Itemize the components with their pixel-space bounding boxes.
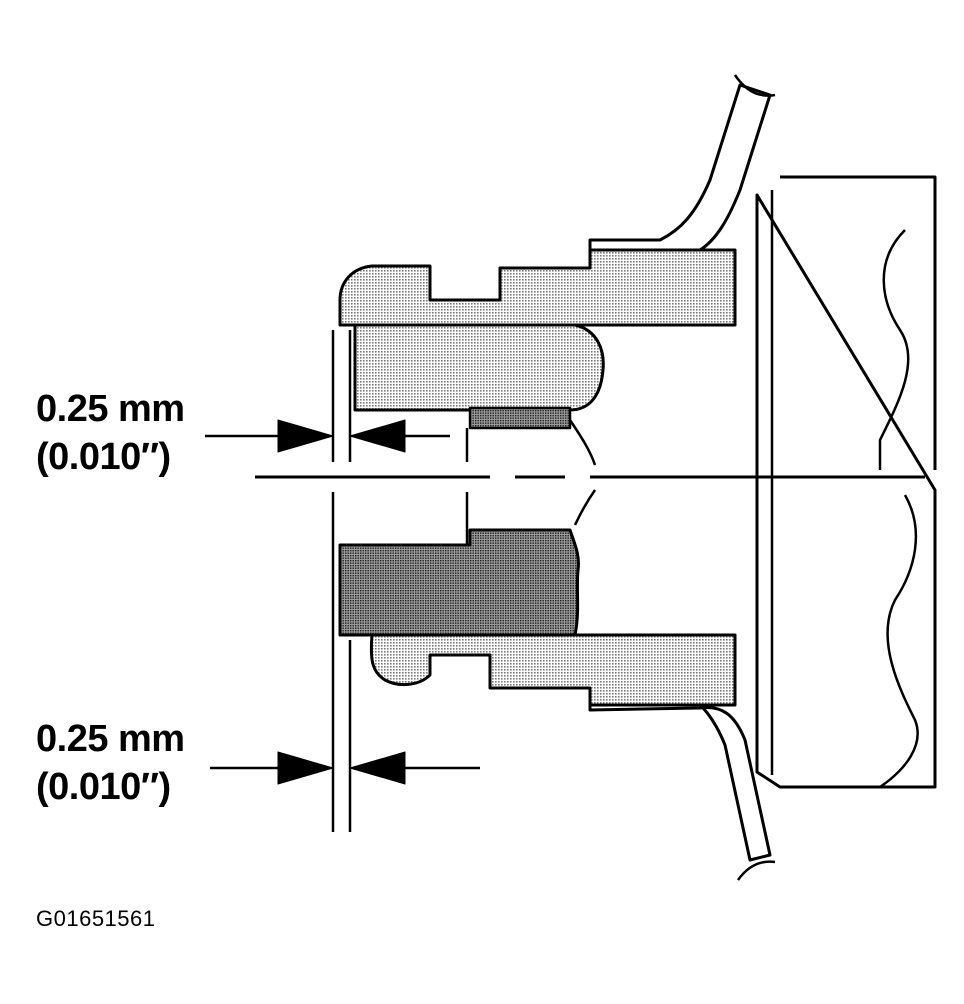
upper-clearance-imperial: (0.010″)	[36, 436, 171, 478]
lower-insert-head	[573, 489, 597, 526]
upper-seal-case	[338, 248, 737, 327]
lower-clearance-imperial: (0.010″)	[36, 766, 171, 808]
upper-arrow-left-head	[277, 419, 334, 453]
upper-flange-end	[733, 74, 776, 97]
housing-block	[755, 175, 937, 789]
lower-flange-end	[736, 860, 776, 881]
upper-insert-tail	[568, 419, 597, 466]
lower-seal-case	[369, 633, 737, 707]
lower-flange	[588, 688, 772, 862]
upper-flange	[588, 83, 772, 262]
upper-clearance-value: 0.25 mm	[36, 388, 185, 430]
upper-arrow-right-head	[349, 419, 406, 453]
upper-seal-insert	[468, 406, 572, 430]
upper-seal-lip	[353, 323, 605, 412]
lower-arrow-left-head	[277, 751, 334, 785]
lower-clearance-value: 0.25 mm	[36, 718, 185, 760]
lower-arrow-right-head	[349, 751, 406, 785]
lower-seal-core	[338, 528, 580, 637]
figure-code: G01651561	[36, 906, 156, 931]
housing-break-lower	[879, 494, 919, 789]
housing-break-upper	[878, 229, 910, 470]
